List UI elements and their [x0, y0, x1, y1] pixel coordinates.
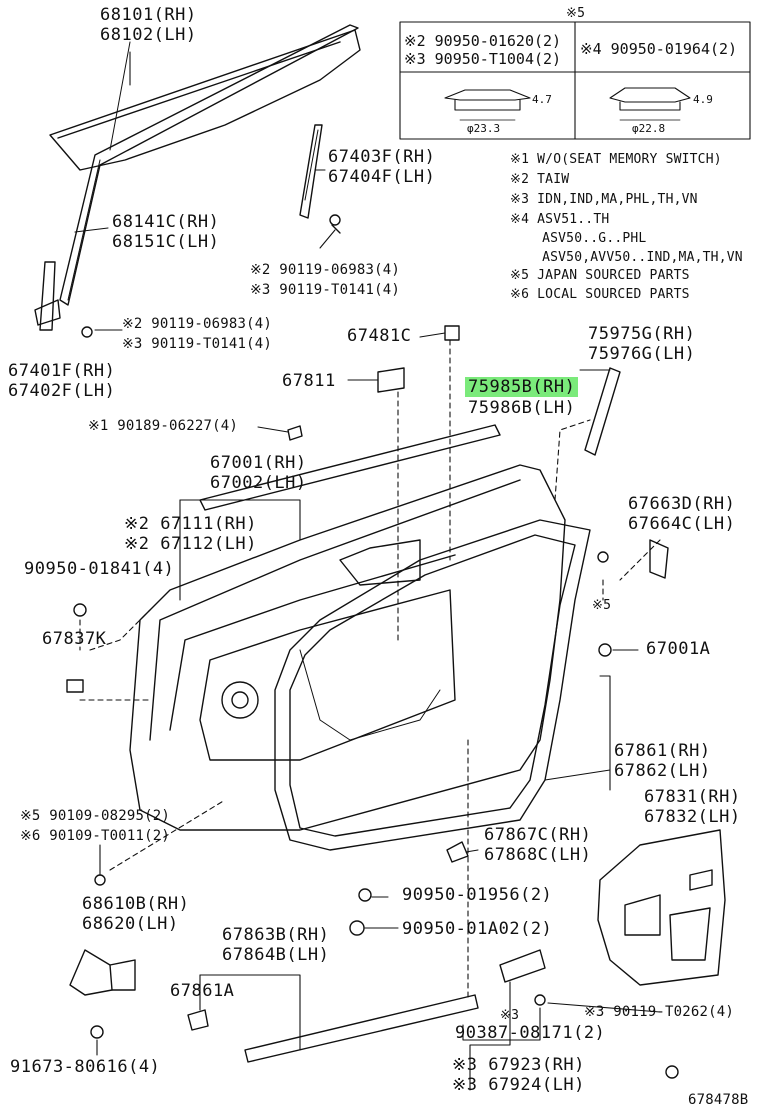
- note-4c: ASV50,AVV50..IND,MA,TH,VN: [510, 250, 743, 265]
- note-4b: ASV50..G..PHL: [510, 231, 647, 246]
- label-67811[interactable]: 67811: [282, 371, 336, 391]
- glass-run-drawing: [59, 24, 359, 306]
- screw-90119-t0262-drawing: [665, 1065, 679, 1079]
- clip-67001a-drawing: [598, 643, 612, 657]
- label-90950-01a02[interactable]: 90950-01A02(2): [402, 919, 553, 939]
- label-67663d[interactable]: 67663D(RH): [628, 494, 736, 514]
- note-5: ※5 JAPAN SOURCED PARTS: [510, 268, 690, 283]
- note-1: ※1 W/O(SEAT MEMORY SWITCH): [510, 152, 722, 167]
- label-67112[interactable]: ※2 67112(LH): [124, 534, 257, 554]
- label-75976g[interactable]: 75976G(LH): [588, 344, 696, 364]
- grommet-90950-01841-drawing: [73, 603, 87, 617]
- note-6: ※6 LOCAL SOURCED PARTS: [510, 287, 690, 302]
- label-67863b[interactable]: 67863B(RH): [222, 925, 330, 945]
- door-panel-drawing: [129, 464, 566, 831]
- diagram-id: 678478B: [688, 1092, 749, 1108]
- label-68102[interactable]: 68102(LH): [100, 25, 197, 45]
- door-hinge-drawing: [69, 874, 136, 996]
- box-left-line1: ※2 90950-01620(2): [404, 32, 562, 50]
- label-68610b[interactable]: 68610B(RH): [82, 894, 190, 914]
- label-68151c[interactable]: 68151C(LH): [112, 232, 220, 252]
- box-header: ※5: [566, 6, 586, 21]
- note-4: ※4 ASV51..TH: [510, 212, 610, 227]
- label-68141c[interactable]: 68141C(RH): [112, 212, 220, 232]
- label-90119-t0262[interactable]: ※3 90119-T0262(4): [584, 1004, 734, 1020]
- clip-67663d-drawing: [597, 551, 609, 563]
- label-67404f[interactable]: 67404F(LH): [328, 167, 436, 187]
- label-star5: ※5: [592, 598, 612, 613]
- molding-75975g-drawing: [584, 367, 621, 456]
- box-right-line1: ※4 90950-01964(2): [580, 40, 738, 58]
- label-67861a[interactable]: 67861A: [170, 981, 235, 1001]
- rocker-moulding-drawing: [244, 994, 479, 1063]
- box-left-line2: ※3 90950-T1004(2): [404, 50, 562, 68]
- clip-67867c-drawing: [446, 841, 469, 863]
- label-67664c[interactable]: 67664C(LH): [628, 514, 736, 534]
- label-68101[interactable]: 68101(RH): [100, 5, 197, 25]
- label-67864b[interactable]: 67864B(LH): [222, 945, 330, 965]
- label-67862[interactable]: 67862(LH): [614, 761, 711, 781]
- label-67001[interactable]: 67001(RH): [210, 453, 307, 473]
- clip-67481c-drawing: [444, 325, 460, 341]
- label-90950-01841[interactable]: 90950-01841(4): [24, 559, 175, 579]
- label-67831[interactable]: 67831(RH): [644, 787, 741, 807]
- clip-67861a-drawing: [187, 1009, 209, 1031]
- window-glass-drawing: [49, 29, 361, 171]
- pad-67811-drawing: [377, 367, 405, 393]
- label-90119-06983-b[interactable]: ※2 90119-06983(4): [122, 316, 272, 332]
- label-75986b[interactable]: 75986B(LH): [468, 398, 576, 418]
- belt-moulding-drawing: [199, 424, 501, 511]
- label-75975g[interactable]: 75975G(RH): [588, 324, 696, 344]
- label-67923[interactable]: ※3 67923(RH): [452, 1055, 585, 1075]
- label-90119-t0141-b[interactable]: ※3 90119-T0141(4): [122, 336, 272, 352]
- label-67002[interactable]: 67002(LH): [210, 473, 307, 493]
- label-67481c[interactable]: 67481C: [347, 326, 412, 346]
- dim-right-height: 4.9: [693, 93, 713, 106]
- plug-90950-01956-drawing: [358, 888, 372, 902]
- bracket-67663d-drawing: [649, 539, 669, 579]
- screw-90387-drawing: [534, 994, 546, 1006]
- label-67832[interactable]: 67832(LH): [644, 807, 741, 827]
- inside-handle-drawing: [499, 949, 546, 983]
- label-90387-08171[interactable]: 90387-08171(2): [455, 1023, 606, 1043]
- label-90119-t0141-a[interactable]: ※3 90119-T0141(4): [250, 282, 400, 298]
- label-68620[interactable]: 68620(LH): [82, 914, 179, 934]
- note-2: ※2 TAIW: [510, 172, 570, 187]
- front-channel-drawing: [34, 261, 93, 338]
- dim-left-height: 4.7: [532, 93, 552, 106]
- plug-90950-01a02-drawing: [349, 920, 365, 936]
- label-67402f[interactable]: 67402F(LH): [8, 381, 116, 401]
- rear-channel-drawing: [299, 124, 341, 234]
- label-90109-08295[interactable]: ※5 90109-08295(2): [20, 808, 170, 824]
- leader-lines: [74, 51, 661, 1091]
- label-67401f[interactable]: 67401F(RH): [8, 361, 116, 381]
- highlight-75985b[interactable]: 75985B(RH): [465, 377, 579, 397]
- clip-67837k-drawing: [66, 679, 84, 693]
- label-90189-06227[interactable]: ※1 90189-06227(4): [88, 418, 238, 434]
- label-67001a[interactable]: 67001A: [646, 639, 711, 659]
- dim-right-diameter: φ22.8: [632, 122, 666, 135]
- label-67868c[interactable]: 67868C(LH): [484, 845, 592, 865]
- screw-90189-drawing: [287, 425, 303, 441]
- label-75985b[interactable]: 75985B(RH): [465, 377, 579, 397]
- note-3: ※3 IDN,IND,MA,PHL,TH,VN: [510, 192, 698, 207]
- parts-detail-box: [399, 21, 751, 140]
- label-67403f[interactable]: 67403F(RH): [328, 147, 436, 167]
- bolt-91673-drawing: [90, 1025, 104, 1039]
- label-90109-t0011[interactable]: ※6 90109-T0011(2): [20, 828, 170, 844]
- label-91673-80616[interactable]: 91673-80616(4): [10, 1057, 161, 1077]
- label-67867c[interactable]: 67867C(RH): [484, 825, 592, 845]
- dim-left-diameter: φ23.3: [467, 122, 501, 135]
- label-star3: ※3: [500, 1008, 520, 1023]
- weatherstrip-drawing: [274, 519, 591, 851]
- label-67837k[interactable]: 67837K: [42, 629, 107, 649]
- label-90119-06983-a[interactable]: ※2 90119-06983(4): [250, 262, 400, 278]
- label-67861[interactable]: 67861(RH): [614, 741, 711, 761]
- label-67924[interactable]: ※3 67924(LH): [452, 1075, 585, 1095]
- label-90950-01956[interactable]: 90950-01956(2): [402, 885, 553, 905]
- label-67111[interactable]: ※2 67111(RH): [124, 514, 257, 534]
- door-trim-drawing: [597, 829, 726, 986]
